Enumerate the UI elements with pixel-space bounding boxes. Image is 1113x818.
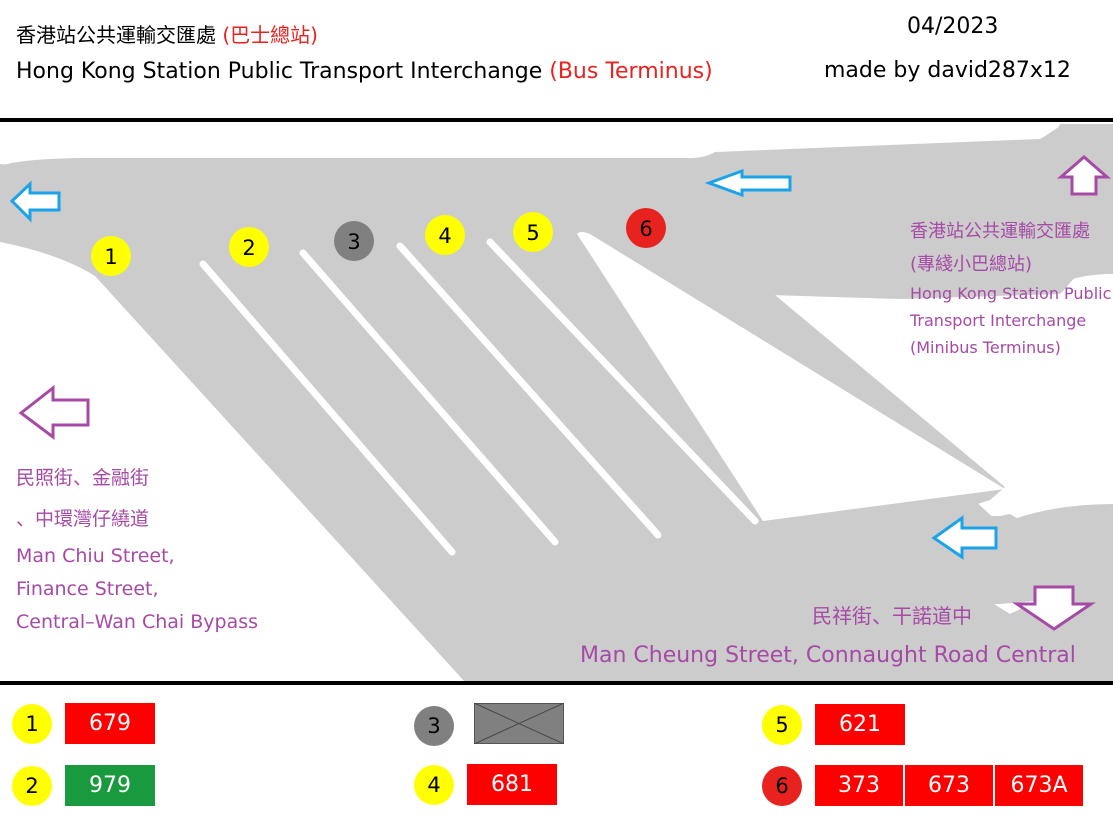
stop-number: 3	[347, 230, 360, 254]
route-badge-679: 679	[65, 703, 155, 744]
title-chinese-suffix: (巴士總站)	[222, 23, 318, 47]
stop-number: 2	[242, 236, 255, 260]
stop-marker-4: 4	[425, 215, 465, 255]
stop-circle	[229, 227, 269, 267]
title-english: Hong Kong Station Public Transport Inter…	[16, 59, 713, 84]
legend-stop-marker: 5	[762, 704, 802, 745]
stop-number: 4	[438, 224, 451, 248]
legend-row-5: 5 621	[762, 704, 905, 745]
route-badge-681: 681	[467, 764, 557, 805]
title-chinese: 香港站公共運輸交匯處 (巴士總站)	[16, 23, 318, 47]
dest-left-en-line1: Man Chiu Street,	[16, 545, 175, 567]
stop-marker-6: 6	[626, 208, 666, 248]
route-badge-673: 673	[905, 765, 993, 806]
stop-marker-1: 1	[91, 236, 131, 276]
arrow-blue-mid-icon	[704, 168, 792, 198]
stop-circle	[91, 236, 131, 276]
dest-topright-en-line1: Hong Kong Station Public	[910, 284, 1112, 303]
date-label: 04/2023	[907, 14, 999, 39]
dest-left-zh: 民照街、金融街 、中環灣仔繞道	[16, 462, 149, 536]
dest-bottomright-en: Man Cheung Street, Connaught Road Centra…	[580, 643, 1076, 668]
bay-divider-1	[199, 260, 456, 556]
stop-circle	[425, 215, 465, 255]
legend-stop-marker: 4	[414, 764, 454, 805]
arrow-purple-left-icon	[18, 384, 90, 440]
bay-dividers	[199, 238, 759, 556]
stop-number: 6	[639, 217, 652, 241]
blue-arrows	[9, 168, 998, 560]
closed-route-icon	[473, 702, 565, 748]
legend-row-3: 3	[414, 702, 565, 748]
stop-number: 5	[526, 221, 539, 245]
stop-circle	[334, 221, 374, 261]
arrow-purple-up-icon	[1056, 155, 1112, 196]
dest-topright-zh: 香港站公共運輸交匯處 (專綫小巴總站)	[910, 215, 1090, 281]
stop-number: 1	[104, 245, 117, 269]
route-badge-373: 373	[815, 765, 903, 806]
road-bottom	[80, 244, 1113, 618]
purple-arrows	[18, 155, 1112, 631]
dest-left-en: Man Chiu Street, Finance Street, Central…	[16, 540, 258, 639]
dest-bottomright-zh: 民祥街、干諾道中	[812, 604, 972, 628]
dest-left-en-line3: Central–Wan Chai Bypass	[16, 611, 259, 633]
stops-layer: 1 2 3 4 5 6	[91, 208, 666, 276]
legend-stop-marker: 2	[12, 765, 52, 806]
stop-circle	[513, 212, 553, 252]
dest-topright-en: Hong Kong Station Public Transport Inter…	[910, 280, 1111, 361]
stop-marker-3: 3	[334, 221, 374, 261]
stop-circle	[626, 208, 666, 248]
dest-topright-en-line3: (Minibus Terminus)	[910, 338, 1061, 357]
credit-label: made by david287x12	[824, 58, 1071, 83]
traffic-island	[577, 232, 1005, 521]
header-divider	[0, 118, 1113, 122]
route-badge-979: 979	[65, 765, 155, 806]
dest-topright-zh-line1: 香港站公共運輸交匯處	[910, 221, 1090, 242]
dest-left-zh-line2: 、中環灣仔繞道	[16, 508, 150, 530]
arrow-purple-down-icon	[1012, 585, 1096, 631]
stop-marker-2: 2	[229, 227, 269, 267]
route-badge-673A: 673A	[995, 765, 1083, 806]
legend-stop-marker: 1	[12, 703, 52, 744]
arrow-blue-left-icon	[9, 180, 61, 223]
arrow-blue-right-icon	[931, 515, 998, 560]
stop-marker-5: 5	[513, 212, 553, 252]
dest-left-en-line2: Finance Street,	[16, 578, 159, 600]
dest-topright-zh-line2: (專綫小巴總站)	[910, 254, 1033, 275]
bay-divider-3	[396, 242, 662, 539]
dest-left-zh-line1: 民照街、金融街	[16, 467, 150, 489]
title-english-suffix: (Bus Terminus)	[549, 59, 713, 84]
dest-topright-en-line2: Transport Interchange	[910, 311, 1087, 330]
bay-divider-4	[486, 238, 759, 525]
legend-divider	[0, 681, 1113, 685]
legend-row-4: 4 681	[414, 764, 557, 805]
terminus-map: 1 2 3 4 5 6	[0, 124, 1113, 682]
legend-stop-marker: 3	[414, 705, 454, 746]
route-badge-621: 621	[815, 704, 905, 745]
legend-stop-marker: 6	[762, 765, 802, 806]
legend-row-2: 2 979	[12, 765, 155, 806]
bay-divider-2	[299, 249, 559, 546]
